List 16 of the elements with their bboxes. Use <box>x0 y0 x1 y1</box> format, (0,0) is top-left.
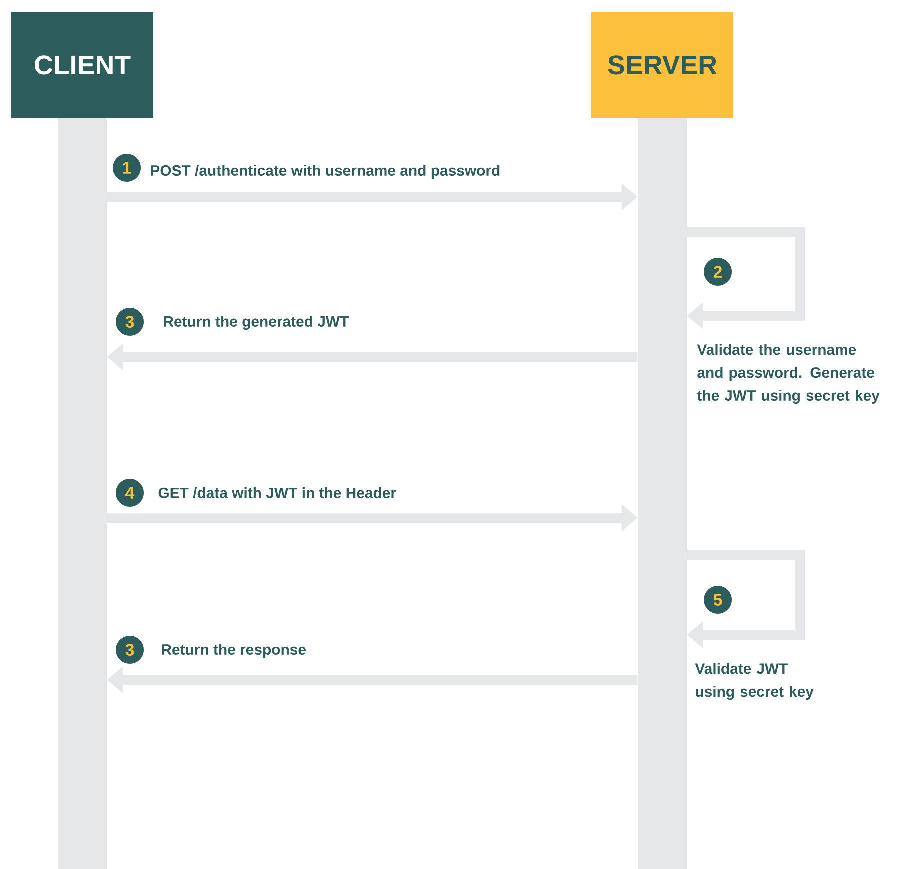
header-box: SERVER <box>592 12 734 118</box>
step-number: 4 <box>116 479 144 507</box>
step-label: Validate JWT using secret key <box>695 663 814 700</box>
step-number: 2 <box>704 258 732 286</box>
step-number: 5 <box>704 586 732 614</box>
step-number: 1 <box>113 154 141 182</box>
step-label: POST /authenticate with username and password <box>151 165 500 179</box>
step-label: GET /data with JWT in the Header <box>158 487 396 499</box>
arrow <box>687 550 805 649</box>
header-box: CLIENT <box>12 12 154 118</box>
step-label: Return the generated JWT <box>164 316 350 330</box>
arrow <box>687 227 805 330</box>
step-label: Validate the username and password. Generate the JWT using secret key <box>697 344 880 404</box>
step-label: Return the response <box>162 644 306 658</box>
step-number: 3 <box>116 308 144 336</box>
step-number: 3 <box>116 636 144 664</box>
